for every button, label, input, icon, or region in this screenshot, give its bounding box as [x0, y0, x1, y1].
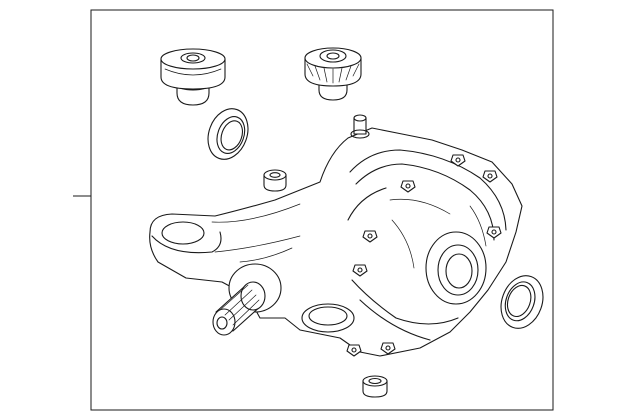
- axle-seal-right[interactable]: [494, 270, 550, 334]
- spacer-upper[interactable]: [263, 169, 287, 192]
- mount-bushing-right[interactable]: [304, 47, 362, 101]
- input-shaft: [212, 263, 282, 336]
- breather-vent: [350, 114, 370, 139]
- axle-seal-upper[interactable]: [201, 103, 254, 165]
- differential-assembly[interactable]: [149, 114, 523, 357]
- cover-bolts: [346, 154, 502, 357]
- spacer-lower[interactable]: [362, 375, 388, 398]
- diagram-frame: [73, 9, 554, 411]
- mount-bushing-left[interactable]: [160, 48, 226, 106]
- output-flange: [425, 231, 487, 305]
